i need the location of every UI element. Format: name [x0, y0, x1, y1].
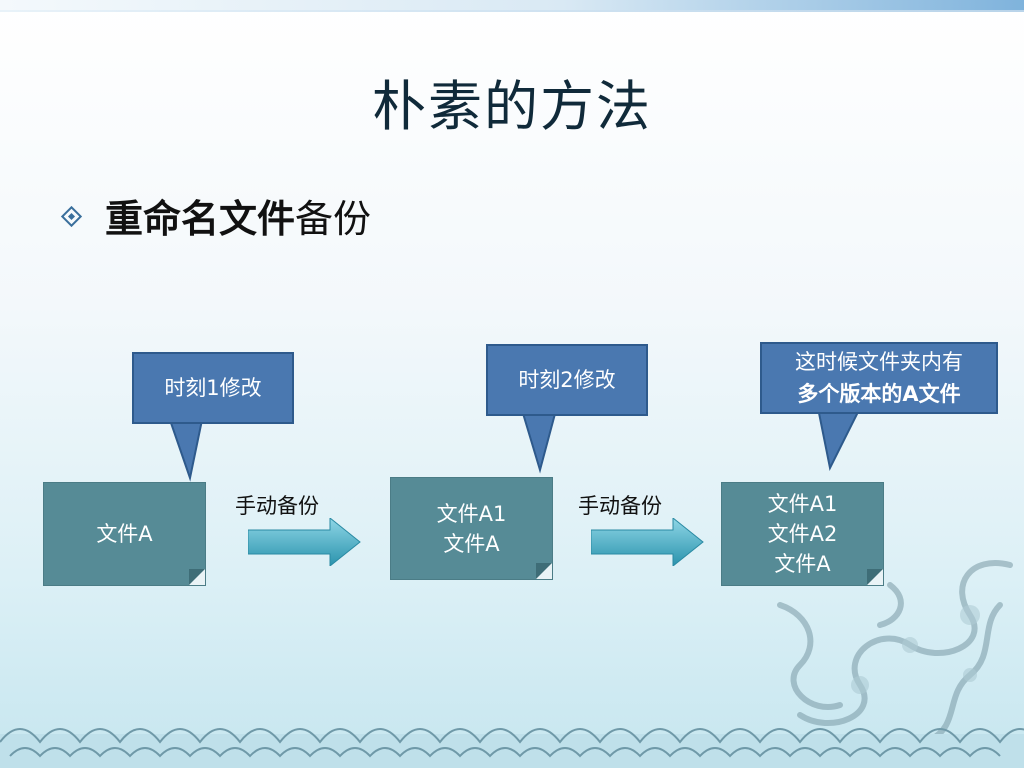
page-fold: [536, 563, 552, 579]
arrow-label-2: 手动备份: [578, 494, 662, 518]
file-label: 文件A1: [767, 492, 838, 516]
callout-time2: 时刻2修改: [486, 344, 648, 474]
file-box-1: 文件A: [43, 482, 206, 586]
slide-title: 朴素的方法: [372, 75, 652, 138]
bullet-text: 备份: [295, 197, 372, 241]
file-label: 文件A1: [436, 501, 507, 526]
file-label: 文件A: [96, 522, 153, 546]
right-arrow-icon: [591, 518, 704, 566]
file-label: 文件A: [443, 531, 500, 556]
dragon-decoration-icon: [777, 560, 1013, 743]
callout-text: 时刻2修改: [518, 368, 616, 392]
bullet-item: 重命名文件备份: [60, 188, 372, 243]
wave-border-decoration: [0, 728, 1024, 768]
callout-text: 时刻1修改: [164, 376, 262, 400]
arrow-label-1: 手动备份: [235, 494, 319, 518]
page-fold: [867, 569, 883, 585]
callout-summary: 这时候文件夹内有 多个版本的A文件: [760, 342, 998, 472]
callout-line-1: 这时候文件夹内有: [795, 350, 963, 374]
callout-time1: 时刻1修改: [132, 352, 294, 482]
diamond-bullet-icon: [60, 205, 83, 228]
bullet-strong-text: 重命名文件: [105, 197, 296, 241]
file-label: 文件A: [774, 552, 831, 576]
file-label: 文件A2: [767, 522, 838, 546]
right-arrow-icon: [248, 518, 361, 566]
callout-line-2: 多个版本的A文件: [797, 382, 961, 406]
file-box-3: 文件A1 文件A2 文件A: [721, 482, 884, 586]
page-fold: [189, 569, 205, 585]
file-box-2: 文件A1 文件A: [390, 477, 553, 580]
slide-top-bar: [0, 0, 1024, 12]
